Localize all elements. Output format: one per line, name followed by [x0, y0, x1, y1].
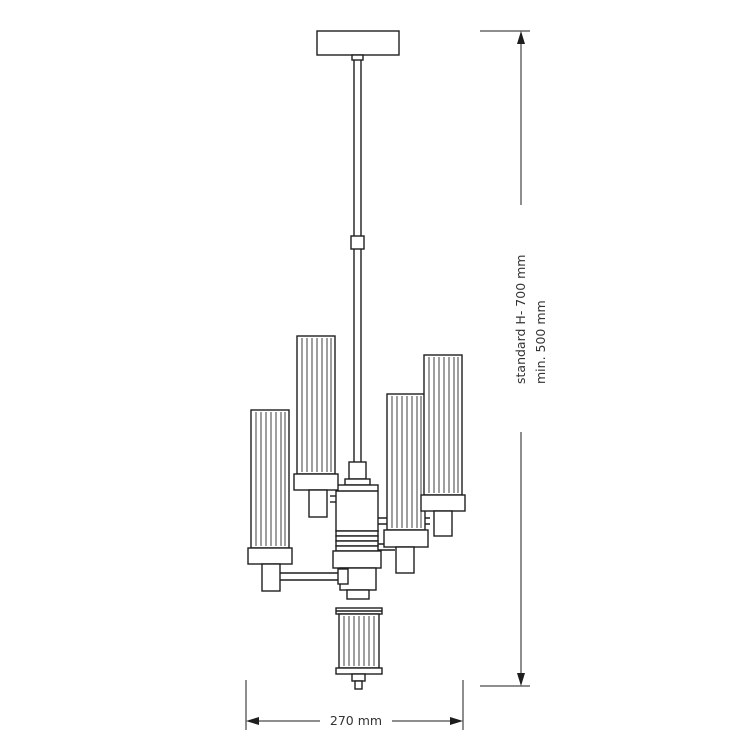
width-dimension [245, 680, 464, 730]
lamp-bottom [335, 607, 383, 690]
lamp-inner-right [383, 393, 429, 574]
lamp-far-left [247, 409, 293, 592]
height-standard-label: standard H- 700 mm [513, 255, 528, 385]
central-body [332, 484, 382, 600]
rod-connector [344, 461, 371, 486]
lamp-far-right [420, 354, 466, 537]
height-min-label: min. 500 mm [533, 300, 548, 384]
width-label: 270 mm [330, 713, 382, 728]
ceiling-canopy [316, 30, 400, 61]
suspension-rod [350, 60, 365, 462]
lamp-inner-left [293, 335, 339, 518]
arm-far-left [280, 568, 349, 585]
height-dimension [480, 30, 530, 687]
arm-left-upper [330, 495, 336, 503]
